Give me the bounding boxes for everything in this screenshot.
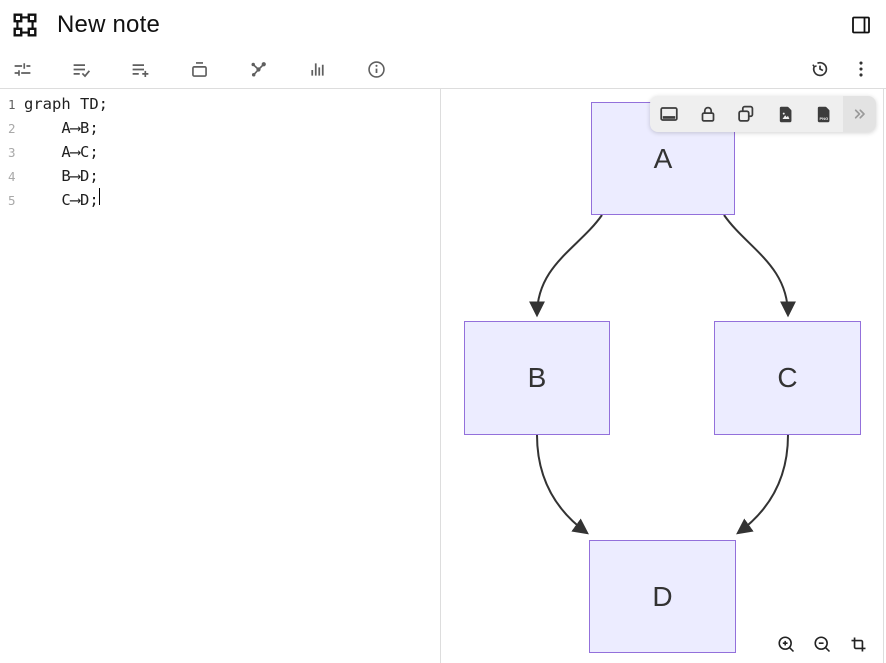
archive-icon — [189, 59, 210, 80]
checklist-icon — [71, 59, 92, 80]
diagram-canvas[interactable]: A B C D — [441, 89, 884, 663]
history-button[interactable] — [802, 51, 838, 87]
code-text: A⟶C; — [24, 143, 99, 161]
export-png-icon: PNG — [813, 104, 834, 125]
node-label: C — [777, 362, 798, 393]
info-button[interactable] — [358, 51, 394, 87]
chevron-double-right-icon — [849, 104, 869, 124]
mermaid-code-editor[interactable]: 1 graph TD; 2 A⟶B; 3 A⟶C; 4 B⟶D; 5 C⟶D; — [0, 89, 441, 663]
crop-button[interactable] — [842, 628, 874, 660]
code-line[interactable]: 5 C⟶D; — [0, 188, 440, 212]
line-number: 4 — [8, 169, 16, 184]
node-D: D — [589, 540, 736, 653]
export-png-button[interactable]: PNG — [804, 96, 843, 132]
panel-right-toggle-button[interactable] — [843, 7, 879, 43]
export-image-button[interactable] — [766, 96, 805, 132]
add-list-button[interactable] — [122, 51, 158, 87]
info-icon — [366, 59, 387, 80]
zoom-in-icon — [776, 634, 797, 655]
edge-A-C — [723, 214, 796, 318]
toolbar-right — [802, 51, 879, 87]
graph-icon — [248, 59, 269, 80]
crop-icon — [848, 634, 869, 655]
code-text: A⟶B; — [24, 119, 99, 137]
copy-button[interactable] — [727, 96, 766, 132]
line-number: 1 — [8, 97, 16, 112]
panel-right-icon — [849, 13, 873, 37]
code-line[interactable]: 3 A⟶C; — [0, 140, 440, 164]
code-text: C⟶D; — [24, 191, 99, 209]
edge-A-B — [529, 214, 603, 318]
zoom-controls — [770, 628, 874, 660]
checklist-button[interactable] — [63, 51, 99, 87]
code-text: graph TD; — [24, 95, 108, 113]
edge-C-D — [736, 434, 789, 535]
line-number: 3 — [8, 145, 16, 160]
add-list-icon — [130, 59, 151, 80]
line-number: 2 — [8, 121, 16, 136]
zoom-out-button[interactable] — [806, 628, 838, 660]
zoom-out-icon — [812, 634, 833, 655]
frame-select-icon — [12, 12, 38, 38]
toolbar — [0, 50, 886, 88]
kebab-menu-icon — [850, 58, 872, 80]
export-image-icon — [775, 104, 796, 125]
code-line[interactable]: 4 B⟶D; — [0, 164, 440, 188]
content: 1 graph TD; 2 A⟶B; 3 A⟶C; 4 B⟶D; 5 C⟶D; — [0, 88, 886, 663]
panel-bottom-icon — [658, 103, 680, 125]
lock-button[interactable] — [689, 96, 728, 132]
kebab-menu-button[interactable] — [843, 51, 879, 87]
page-title[interactable]: New note — [57, 11, 160, 38]
svg-text:PNG: PNG — [820, 115, 829, 120]
text-cursor — [98, 188, 101, 205]
code-line[interactable]: 2 A⟶B; — [0, 116, 440, 140]
line-number: 5 — [8, 193, 16, 208]
node-C: C — [714, 321, 861, 435]
adjustments-button[interactable] — [4, 51, 40, 87]
bar-chart-icon — [307, 59, 328, 80]
more-tools-button[interactable] — [842, 96, 876, 132]
node-label: D — [652, 580, 673, 612]
graph-button[interactable] — [240, 51, 276, 87]
node-label: A — [653, 142, 673, 174]
panel-bottom-button[interactable] — [650, 96, 689, 132]
header: New note — [0, 0, 886, 50]
history-icon — [809, 58, 831, 80]
block-toolbar: PNG — [650, 96, 876, 132]
edge-B-D — [536, 434, 589, 535]
node-label: B — [527, 362, 547, 393]
adjustments-icon — [12, 59, 33, 80]
lock-icon — [697, 103, 719, 125]
toolbar-left — [4, 51, 802, 87]
code-text: B⟶D; — [24, 167, 99, 185]
copy-icon — [735, 103, 757, 125]
bar-chart-button[interactable] — [299, 51, 335, 87]
code-line[interactable]: 1 graph TD; — [0, 92, 440, 116]
node-B: B — [464, 321, 610, 435]
zoom-in-button[interactable] — [770, 628, 802, 660]
archive-button[interactable] — [181, 51, 217, 87]
